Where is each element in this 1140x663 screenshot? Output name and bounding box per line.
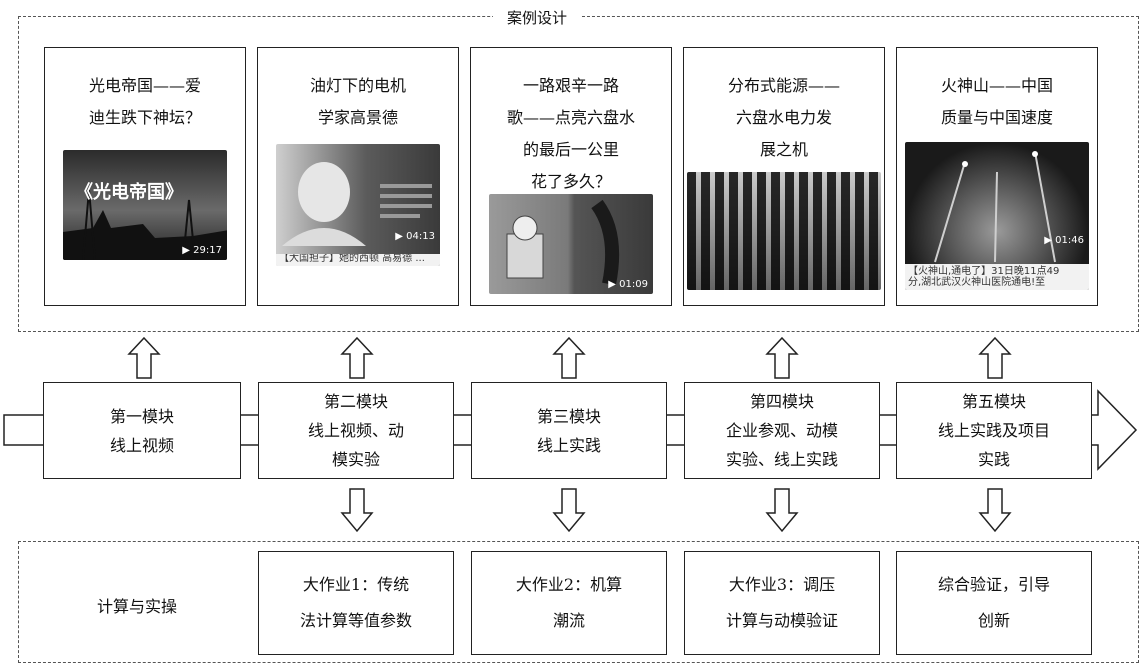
module-1: 第一模块 线上视频 [43, 382, 241, 479]
case-title: 分布式能源—— 六盘水电力发 展之机 [727, 76, 840, 159]
case-card-1: 光电帝国——爱 迪生跌下神坛？ 《光电帝国》 ▶ 29:17 [44, 47, 246, 306]
assignment-2: 大作业2：机算 潮流 [471, 551, 667, 655]
assignment-1: 大作业1：传统 法计算等值参数 [258, 551, 454, 655]
worker-machine-icon [506, 199, 620, 286]
up-arrow-icon [765, 336, 799, 379]
video-caption: 【火神山,通电了】31日晚11点49 分,湖北武汉火神山医院通电!至 [905, 264, 1089, 290]
case-title: 光电帝国——爱 迪生跌下神坛？ [88, 76, 201, 127]
video-duration: ▶ 01:09 [608, 279, 648, 290]
case-title: 火神山——中国 质量与中国速度 [940, 76, 1053, 127]
video-thumbnail[interactable]: ▶ 01:09 [489, 194, 653, 294]
video-thumbnail[interactable]: 《光电帝国》 ▶ 29:17 [63, 150, 227, 260]
down-arrow-icon [340, 488, 374, 533]
construction-site-icon [934, 151, 1056, 263]
video-duration: ▶ 29:17 [182, 245, 222, 256]
assignment-3: 大作业3：调压 计算与动模验证 [684, 551, 880, 655]
module-5: 第五模块 线上实践及项目 实践 [896, 382, 1092, 479]
video-caption: 【大国担子】她的西顿 高易德 ... [276, 254, 440, 266]
up-arrow-icon [127, 336, 161, 379]
down-arrow-icon [552, 488, 586, 533]
case-card-5: 火神山——中国 质量与中国速度 ▶ 01:46 【火神山,通电了】31日晚11点… [896, 47, 1098, 306]
video-duration: ▶ 01:46 [1044, 235, 1084, 246]
up-arrow-icon [552, 336, 586, 379]
video-thumbnail[interactable]: ▶ 04:13 【大国担子】她的西顿 高易德 ... [276, 144, 440, 266]
up-arrow-icon [978, 336, 1012, 379]
video-duration: ▶ 04:13 [395, 231, 435, 242]
module-3: 第三模块 线上实践 [471, 382, 667, 479]
calculation-practice-label: 计算与实操 [97, 597, 178, 616]
video-banner: 《光电帝国》 [75, 182, 183, 203]
case-title: 油灯下的电机 学家高景德 [309, 76, 406, 127]
module-4: 第四模块 企业参观、动模 实验、线上实践 [684, 382, 880, 479]
power-tower-silhouette-icon [63, 189, 227, 260]
solar-panel-image [687, 172, 881, 290]
assignment-4: 综合验证，引导 创新 [896, 551, 1092, 655]
module-2: 第二模块 线上视频、动 模实验 [258, 382, 454, 479]
case-design-title: 案例设计 [493, 8, 582, 28]
case-card-4: 分布式能源—— 六盘水电力发 展之机 [683, 47, 885, 306]
case-card-2: 油灯下的电机 学家高景德 ▶ 04:13 【大国担子】她的西顿 高易德 ... [257, 47, 459, 306]
video-thumbnail[interactable]: ▶ 01:46 【火神山,通电了】31日晚11点49 分,湖北武汉火神山医院通电… [905, 142, 1089, 290]
case-card-3: 一路艰辛一路 歌——点亮六盘水 的最后一公里 花了多久？ ▶ 01:09 [470, 47, 672, 306]
up-arrow-icon [340, 336, 374, 379]
down-arrow-icon [765, 488, 799, 533]
portrait-icon [282, 162, 432, 246]
down-arrow-icon [978, 488, 1012, 533]
case-title: 一路艰辛一路 歌——点亮六盘水 的最后一公里 花了多久？ [506, 76, 635, 191]
